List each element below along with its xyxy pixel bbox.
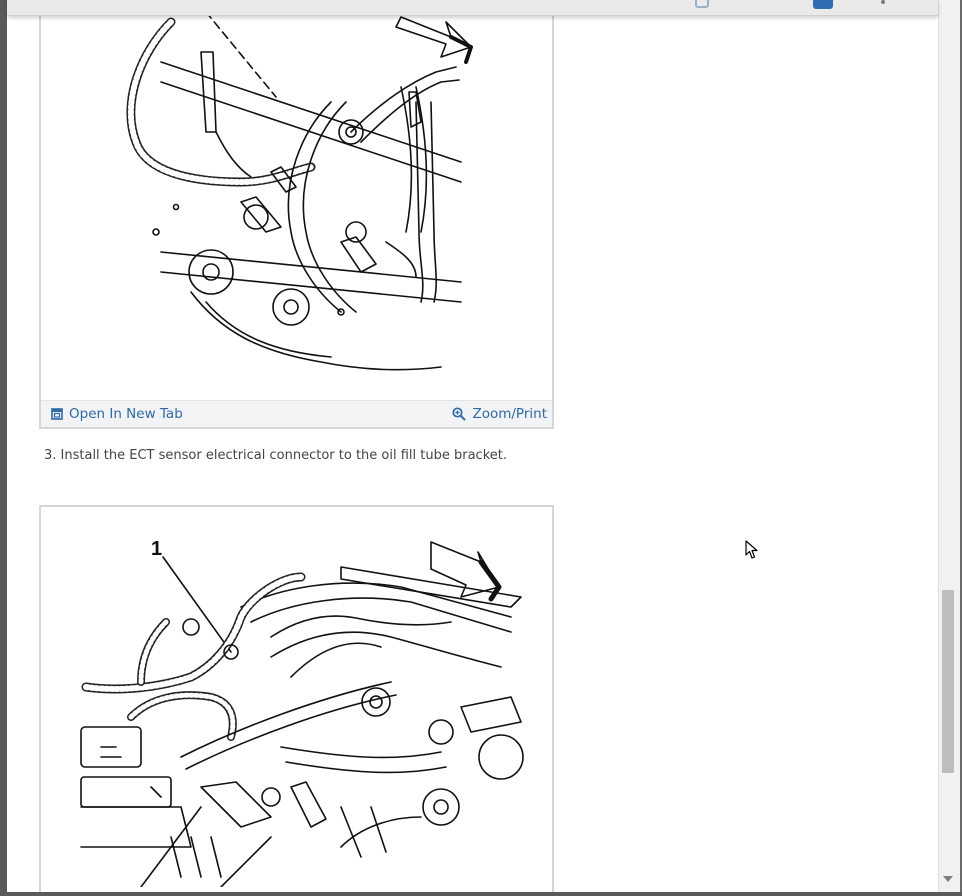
document-header-bar — [7, 0, 938, 16]
diagram-callout-1: 1 — [151, 538, 162, 560]
diagram-figure-1: Open In New Tab Zoom/Print — [39, 0, 554, 429]
mouse-cursor-icon — [745, 540, 758, 559]
zoom-print-link[interactable]: Zoom/Print — [452, 406, 547, 422]
zoom-print-label: Zoom/Print — [472, 406, 547, 422]
engine-diagram-image-1 — [126, 11, 473, 371]
figure-toolbar-1: Open In New Tab Zoom/Print — [41, 400, 552, 427]
open-in-new-tab-label: Open In New Tab — [69, 406, 183, 422]
add-to-list-icon[interactable] — [813, 0, 833, 9]
document-content: Open In New Tab Zoom/Print 3. Install th… — [7, 0, 938, 892]
scrollbar-thumb[interactable] — [942, 590, 954, 773]
open-in-new-tab-icon — [51, 408, 63, 420]
scroll-down-arrow-icon[interactable] — [943, 876, 953, 882]
step-instruction: 3. Install the ECT sensor electrical con… — [44, 448, 507, 463]
zoom-icon — [452, 407, 467, 421]
window-frame-bottom — [0, 892, 962, 896]
more-options-icon[interactable] — [881, 0, 885, 4]
window-frame-right — [960, 0, 962, 896]
diagram-figure-2: 1 — [39, 505, 554, 892]
window-frame-left — [0, 0, 7, 896]
engine-diagram-image-2: 1 — [80, 538, 524, 887]
comment-icon[interactable] — [695, 0, 709, 8]
open-in-new-tab-link[interactable]: Open In New Tab — [51, 406, 183, 422]
vertical-scrollbar[interactable] — [938, 0, 960, 892]
